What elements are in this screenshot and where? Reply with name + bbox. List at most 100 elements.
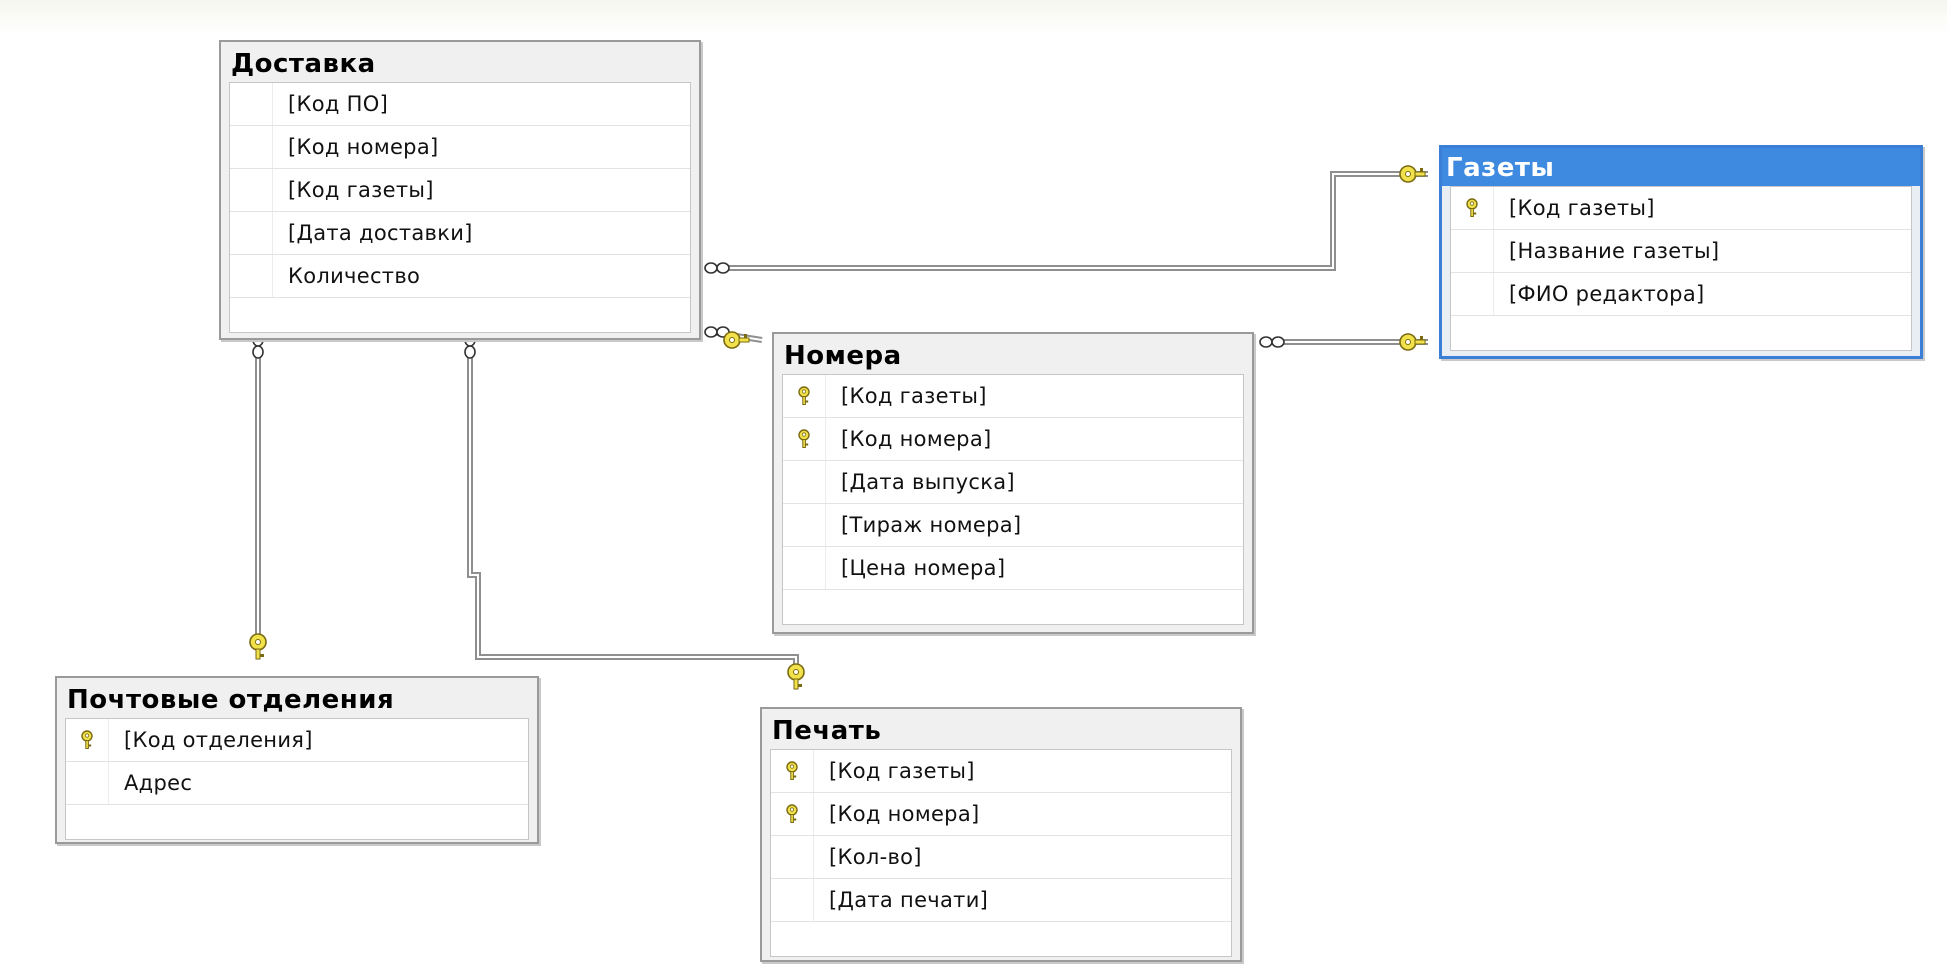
new-field-row[interactable] (230, 298, 690, 332)
new-field-row[interactable] (783, 590, 1243, 624)
row-selector[interactable] (66, 719, 109, 761)
table-title-gazety[interactable]: Газеты (1442, 148, 1920, 186)
table-fields-dostavka: [Код ПО] [Код номера] [Код газеты] [Дата до… (229, 82, 691, 333)
table-title-pochtovye[interactable]: Почтовые отделения (67, 685, 395, 715)
key-icon (1466, 198, 1478, 217)
table-dostavka[interactable]: Доставка [Код ПО] [Код номера] [Код газеты… (219, 40, 701, 340)
primary-key-icon (796, 386, 812, 406)
field-row[interactable]: [Код номера] (771, 793, 1231, 836)
table-fields-nomera: [Код газеты] [Код номера] [Дата выпуска] [Т… (782, 374, 1244, 625)
row-selector[interactable] (771, 793, 814, 835)
key-icon (787, 663, 805, 690)
field-row[interactable]: [Дата печати] (771, 879, 1231, 922)
relation-dostavka-gazety-highlight (711, 173, 1428, 269)
row-selector[interactable] (230, 126, 273, 168)
key-icon (786, 761, 798, 780)
row-selector[interactable] (66, 762, 109, 804)
field-name: [Код номера] (288, 135, 439, 159)
key-icon (1399, 165, 1426, 183)
infinity-icon (704, 326, 730, 338)
infinity-icon (704, 262, 730, 274)
field-name: [Код газеты] (288, 178, 434, 202)
row-selector[interactable] (230, 169, 273, 211)
table-pochtovye[interactable]: Почтовые отделения [Код отделения] Адрес (55, 676, 539, 844)
field-name: [Код газеты] (841, 384, 987, 408)
row-selector[interactable] (783, 375, 826, 417)
relation-dostavka-pechat-highlight (469, 350, 797, 680)
field-row[interactable]: [Код номера] (230, 126, 690, 169)
field-row[interactable]: [Название газеты] (1451, 230, 1911, 273)
field-name: [Код газеты] (829, 759, 975, 783)
field-row[interactable]: [Код газеты] (771, 750, 1231, 793)
field-name: [Код ПО] (288, 92, 389, 116)
row-selector[interactable] (1451, 273, 1494, 315)
key-icon (249, 633, 267, 660)
key-icon (723, 331, 750, 349)
field-row[interactable]: [Дата доставки] (230, 212, 690, 255)
new-field-row[interactable] (1451, 316, 1911, 350)
row-selector[interactable] (230, 212, 273, 254)
field-name: [Код номера] (841, 427, 992, 451)
key-icon (81, 730, 93, 749)
infinity-icon (1259, 336, 1285, 348)
table-title-dostavka[interactable]: Доставка (231, 49, 376, 79)
field-name: [Код газеты] (1509, 196, 1655, 220)
row-selector[interactable] (771, 879, 814, 921)
field-name: [Название газеты] (1509, 239, 1720, 263)
field-name: [Дата печати] (829, 888, 989, 912)
field-row[interactable]: [ФИО редактора] (1451, 273, 1911, 316)
field-name: Количество (288, 264, 421, 288)
field-row[interactable]: [Кол-во] (771, 836, 1231, 879)
key-icon (786, 804, 798, 823)
field-row[interactable]: Адрес (66, 762, 528, 805)
field-row[interactable]: [Код номера] (783, 418, 1243, 461)
field-row[interactable]: [Цена номера] (783, 547, 1243, 590)
table-title-pechat[interactable]: Печать (772, 716, 882, 746)
row-selector[interactable] (771, 836, 814, 878)
row-selector[interactable] (783, 461, 826, 503)
field-name: [Тираж номера] (841, 513, 1022, 537)
field-row[interactable]: [Тираж номера] (783, 504, 1243, 547)
row-selector[interactable] (230, 83, 273, 125)
table-pechat[interactable]: Печать [Код газеты][Код номера][Кол-во][… (760, 707, 1242, 962)
table-gazety[interactable]: Газеты [Код газеты] [Название газеты] [ФИО… (1439, 145, 1923, 359)
field-name: Адрес (124, 771, 193, 795)
field-row[interactable]: [Код отделения] (66, 719, 528, 762)
table-fields-gazety: [Код газеты] [Название газеты] [ФИО редакт… (1450, 186, 1912, 351)
field-name: [Код номера] (829, 802, 980, 826)
field-name: [ФИО редактора] (1509, 282, 1705, 306)
field-row[interactable]: [Дата выпуска] (783, 461, 1243, 504)
field-row[interactable]: Количество (230, 255, 690, 298)
table-fields-pechat: [Код газеты] [Код номера] [Кол-во] [Дата пе… (770, 749, 1232, 957)
relation-dostavka-gazety (711, 171, 1428, 271)
key-icon (798, 386, 810, 405)
row-selector[interactable] (1451, 230, 1494, 272)
primary-key-icon (1464, 198, 1480, 218)
field-row[interactable]: [Код газеты] (230, 169, 690, 212)
canvas-top-band (0, 0, 1947, 34)
primary-key-icon (784, 761, 800, 781)
field-name: [Дата выпуска] (841, 470, 1015, 494)
table-fields-pochtovye: [Код отделения] Адрес (65, 718, 529, 840)
field-name: [Код отделения] (124, 728, 313, 752)
field-name: [Дата доставки] (288, 221, 473, 245)
table-nomera[interactable]: Номера [Код газеты] [Код номера] [Дата вып… (772, 332, 1254, 634)
field-row[interactable]: [Код газеты] (783, 375, 1243, 418)
relation-dostavka-pechat (467, 350, 799, 680)
row-selector[interactable] (783, 547, 826, 589)
key-icon (1399, 333, 1426, 351)
new-field-row[interactable] (66, 805, 528, 839)
row-selector[interactable] (1451, 187, 1494, 229)
field-name: [Кол-во] (829, 845, 922, 869)
field-row[interactable]: [Код ПО] (230, 83, 690, 126)
new-field-row[interactable] (771, 922, 1231, 956)
row-selector[interactable] (783, 504, 826, 546)
field-row[interactable]: [Код газеты] (1451, 187, 1911, 230)
primary-key-icon (796, 429, 812, 449)
row-selector[interactable] (783, 418, 826, 460)
row-selector[interactable] (230, 255, 273, 297)
field-name: [Цена номера] (841, 556, 1006, 580)
table-title-nomera[interactable]: Номера (784, 341, 902, 371)
row-selector[interactable] (771, 750, 814, 792)
